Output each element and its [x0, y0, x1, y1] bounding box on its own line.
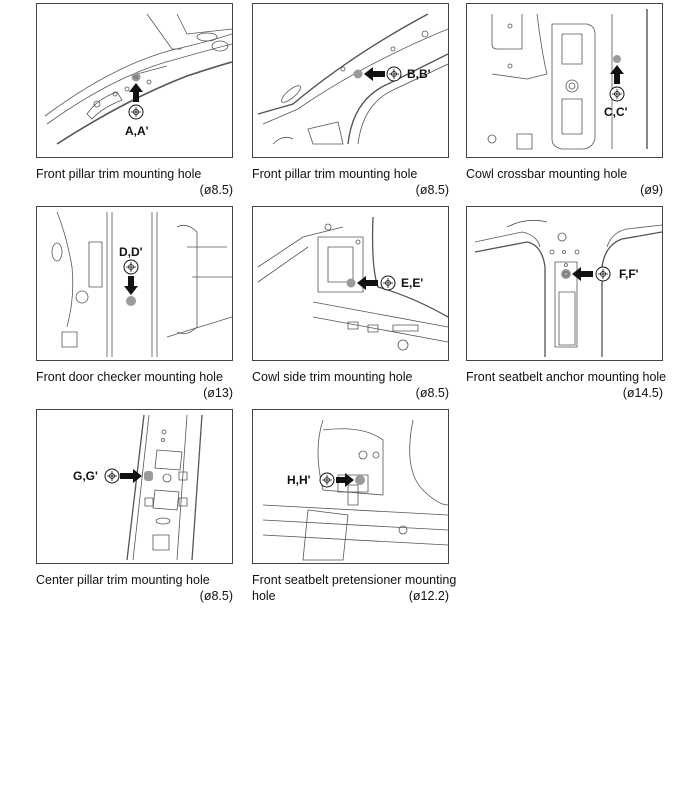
arrow-left-icon [357, 276, 378, 290]
arrow-right-icon [336, 473, 354, 487]
figure-caption: Cowl crossbar mounting hole [466, 167, 628, 181]
crosshair-circle-icon [104, 468, 120, 484]
arrow-right-icon [120, 469, 142, 483]
figure-f-illustration: F,F' [466, 206, 663, 361]
figure-diameter: (ø8.5) [199, 183, 233, 197]
figure-diameter: (ø9) [640, 183, 663, 197]
arrow-left-icon [364, 67, 385, 81]
figure-e-illustration: E,E' [252, 206, 449, 361]
figure-label: E,E' [401, 276, 424, 290]
hole-marker [353, 69, 363, 79]
figure-label: H,H' [287, 473, 311, 487]
figure-diameter: (ø8.5) [415, 386, 449, 400]
figure-b-illustration: B,B' [252, 3, 449, 158]
hole-marker [346, 278, 356, 288]
crosshair-circle-icon [386, 66, 402, 82]
figure-d-illustration: D,D' [36, 206, 233, 361]
figure-diameter: (ø8.5) [415, 183, 449, 197]
arrow-up-icon [610, 65, 624, 84]
figure-g-illustration: G,G' [36, 409, 233, 564]
hole-marker [144, 471, 153, 481]
figure-c-illustration: C,C' [466, 3, 663, 158]
figure-label: C,C' [604, 105, 628, 119]
hole-marker [131, 72, 141, 82]
figure-caption: Front door checker mounting hole [36, 370, 223, 384]
figure-label: F,F' [619, 267, 639, 281]
figure-caption-line2: hole [252, 589, 276, 603]
crosshair-circle-icon [595, 266, 611, 282]
figure-caption: Front pillar trim mounting hole [36, 167, 202, 181]
figure-caption: Front pillar trim mounting hole [252, 167, 418, 181]
crosshair-circle-icon [319, 472, 335, 488]
crosshair-circle-icon [380, 275, 396, 291]
figure-caption: Front seatbelt anchor mounting hole [466, 370, 667, 384]
crosshair-circle-icon [128, 104, 144, 120]
figure-diameter: (ø12.2) [408, 589, 449, 603]
figure-caption: Front seatbelt pretensioner mounting [252, 573, 457, 587]
arrow-down-icon [124, 276, 138, 295]
figure-caption: Center pillar trim mounting hole [36, 573, 210, 587]
figure-diameter: (ø13) [203, 386, 233, 400]
hole-marker [561, 269, 571, 279]
figure-a-illustration: A,A' [36, 3, 233, 158]
crosshair-circle-icon [123, 259, 139, 275]
arrow-up-icon [129, 83, 143, 102]
figure-label: G,G' [73, 469, 98, 483]
figure-diameter: (ø8.5) [199, 589, 233, 603]
hole-marker [355, 475, 365, 485]
figure-label: A,A' [125, 124, 149, 138]
figure-label: D,D' [119, 245, 143, 259]
hole-marker [613, 55, 621, 63]
crosshair-circle-icon [609, 86, 625, 102]
figure-diameter: (ø14.5) [622, 386, 663, 400]
arrow-left-icon [572, 267, 593, 281]
figure-h-illustration: H,H' [252, 409, 449, 564]
figure-caption: Cowl side trim mounting hole [252, 370, 413, 384]
figure-label: B,B' [407, 67, 431, 81]
hole-marker [126, 296, 136, 306]
